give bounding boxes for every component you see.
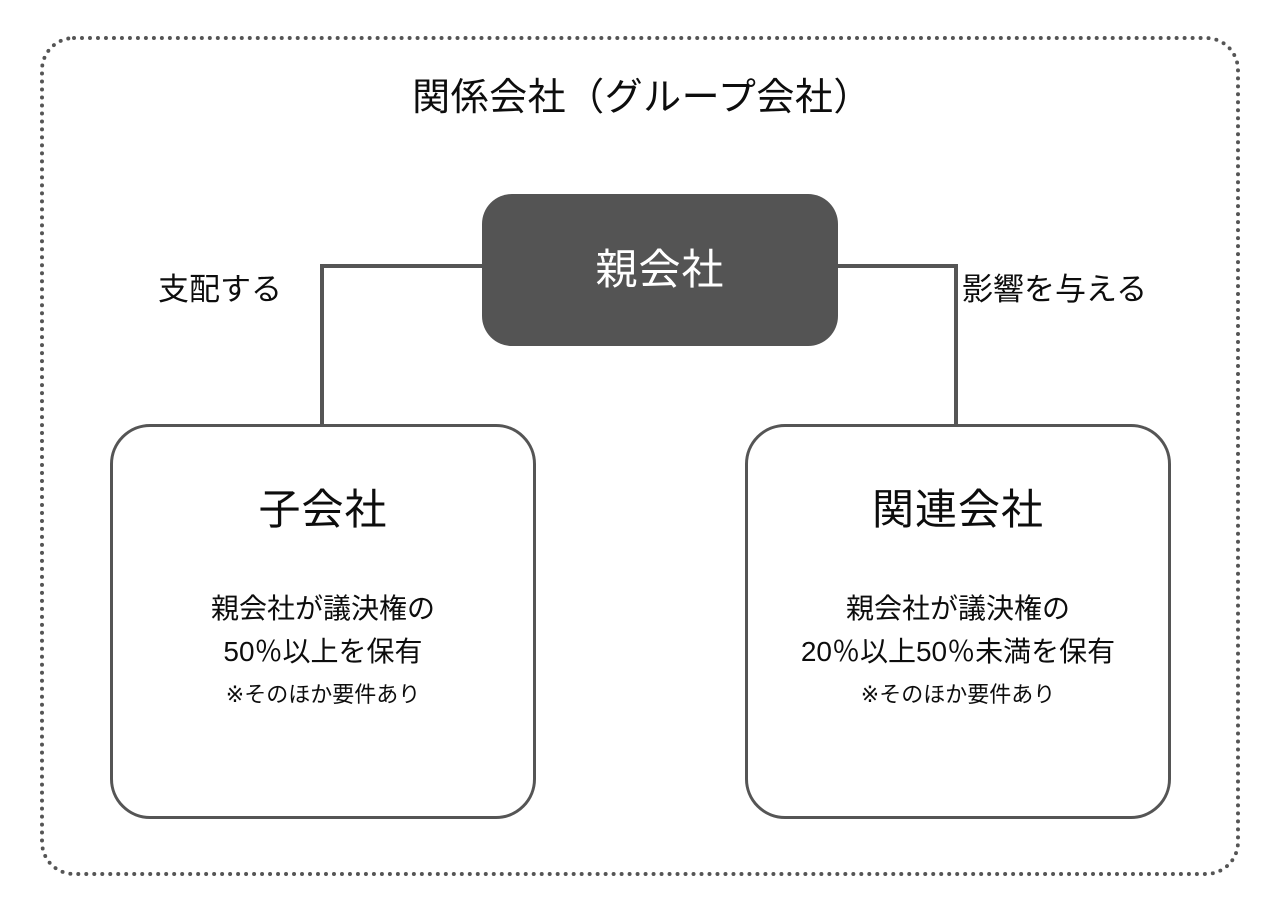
node-subsidiary-description-line-2: 50％以上を保有 (223, 636, 423, 668)
node-parent-company-title: 親会社 (595, 246, 725, 293)
node-affiliate-description-line-2: 20％以上50％未満を保有 (800, 636, 1116, 668)
group-container-frame (40, 36, 1240, 876)
edge-label-influences: 影響を与える (962, 272, 1148, 307)
node-subsidiary-note: ※そのほか要件あり (225, 681, 421, 707)
node-affiliate-note: ※そのほか要件あり (860, 681, 1056, 707)
node-affiliate-description-line-1: 親会社が議決権の (845, 593, 1070, 624)
node-subsidiary: 子会社 親会社が議決権の 50％以上を保有 ※そのほか要件あり (110, 424, 536, 819)
node-parent-company: 親会社 (482, 194, 838, 346)
node-subsidiary-description: 親会社が議決権の 50％以上を保有 (211, 587, 435, 674)
node-affiliate-title: 関連会社 (871, 486, 1044, 533)
group-container-title: 関係会社（グループ会社） (412, 77, 872, 119)
node-subsidiary-description-line-1: 親会社が議決権の (210, 593, 435, 624)
edge-label-controls: 支配する (158, 272, 282, 307)
node-affiliate-description: 親会社が議決権の 20％以上50％未満を保有 (801, 587, 1115, 674)
node-subsidiary-title: 子会社 (258, 486, 388, 533)
node-affiliate: 関連会社 親会社が議決権の 20％以上50％未満を保有 ※そのほか要件あり (745, 424, 1171, 819)
